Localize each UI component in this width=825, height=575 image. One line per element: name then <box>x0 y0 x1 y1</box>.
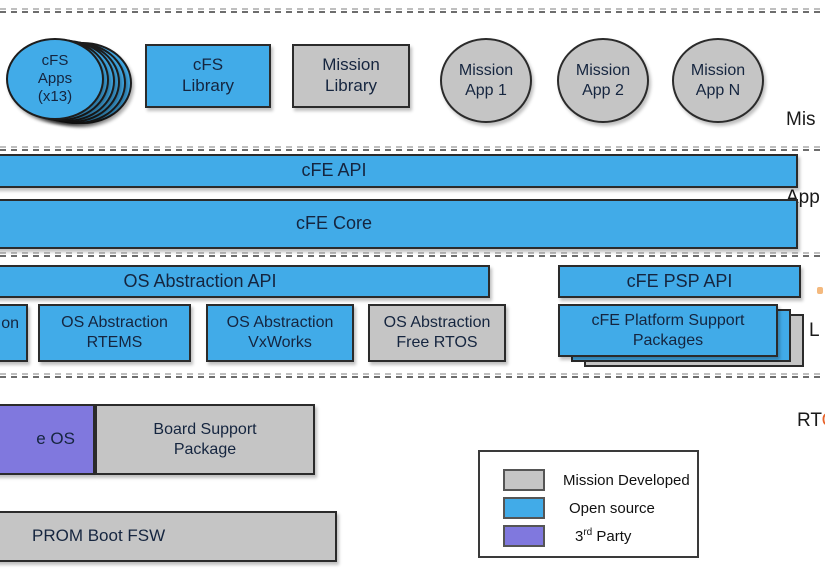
mission-library-box: Mission Library <box>292 44 410 108</box>
dashed-separator-core <box>0 252 825 258</box>
mission-app-1-circle: Mission App 1 <box>440 38 532 123</box>
cfs-apps-label-line1: cFS <box>41 52 69 69</box>
third-party-num: 3 <box>575 528 584 545</box>
mission-app-n-circle: Mission App N <box>672 38 764 123</box>
third-party-os-fragment: e OS <box>36 429 75 449</box>
rtems-line1: OS Abstraction <box>61 314 168 332</box>
legend-swatch-blue <box>503 497 545 519</box>
dashed-separator-apps <box>0 146 825 152</box>
os-abstraction-vxworks-box: OS Abstraction VxWorks <box>206 304 354 362</box>
legend: Mission Developed Open source 3rd Party <box>478 450 699 558</box>
legend-item-mission-developed: Mission Developed <box>480 469 690 491</box>
cfe-core-label: cFE Core <box>295 213 373 234</box>
third-party-os-clipped-box: e OS <box>0 404 95 475</box>
cfs-apps-label-line3: (x13) <box>37 88 73 105</box>
os-abstraction-rtems-box: OS Abstraction RTEMS <box>38 304 191 362</box>
freertos-line1: OS Abstraction <box>383 314 491 332</box>
bsp-line1: Board Support <box>153 420 257 438</box>
freertos-line2: Free RTOS <box>396 334 478 351</box>
rtems-line2: RTEMS <box>86 334 143 351</box>
mission-app-2-line1: Mission <box>575 61 631 79</box>
rt-label-partial-letter: O <box>822 410 825 431</box>
cfs-apps-label-line2: Apps <box>37 70 73 87</box>
right-label-l-clipped: L <box>809 320 820 341</box>
os-abstraction-clipped-fragment: on <box>1 315 19 332</box>
rtos-right-label-clipped: RTO <box>797 410 825 432</box>
os-abstraction-api-label: OS Abstraction API <box>123 270 277 291</box>
cfe-api-bar: cFE API <box>0 154 798 188</box>
third-party-rest: Party <box>592 528 632 545</box>
prom-boot-label: PROM Boot FSW <box>32 526 166 546</box>
legend-label-third-party: 3rd Party <box>575 527 631 545</box>
psp-line2: Packages <box>632 331 704 349</box>
clipped-orange-mark <box>817 287 823 294</box>
cfs-library-line2: Library <box>182 76 234 95</box>
right-label-line1: Mis <box>786 109 816 130</box>
cfe-psp-api-label: cFE PSP API <box>626 270 733 291</box>
mission-library-line2: Library <box>325 76 377 95</box>
legend-item-third-party: 3rd Party <box>480 525 631 547</box>
vxworks-line1: OS Abstraction <box>226 314 334 332</box>
mission-library-line1: Mission <box>322 55 380 75</box>
os-abstraction-api-bar: OS Abstraction API <box>0 265 490 298</box>
dashed-separator-os <box>0 373 825 379</box>
cfe-core-bar: cFE Core <box>0 199 798 249</box>
os-abstraction-freertos-box: OS Abstraction Free RTOS <box>368 304 506 362</box>
legend-swatch-gray <box>503 469 545 491</box>
legend-label-mission-developed: Mission Developed <box>563 471 690 489</box>
mission-app-n-line2: App N <box>695 81 741 99</box>
bsp-line2: Package <box>173 440 237 458</box>
legend-swatch-purple <box>503 525 545 547</box>
mission-app-2-line2: App 2 <box>582 81 624 99</box>
legend-label-open-source: Open source <box>569 499 655 517</box>
cfs-apps-ellipse: cFS Apps (x13) <box>6 38 104 120</box>
prom-boot-fsw-bar: PROM Boot FSW <box>0 511 337 562</box>
cfs-apps-stack: cFS Apps (x13) <box>6 38 134 126</box>
mission-app-1-line1: Mission <box>458 61 514 79</box>
legend-item-open-source: Open source <box>480 497 655 519</box>
rt-label-text: RT <box>797 410 822 431</box>
cfe-platform-support-packages-box: cFE Platform Support Packages <box>558 304 778 357</box>
third-party-sup: rd <box>583 527 593 538</box>
mission-app-2-circle: Mission App 2 <box>557 38 649 123</box>
mission-app-n-line1: Mission <box>690 61 746 79</box>
psp-line1: cFE Platform Support <box>591 311 745 329</box>
cfs-library-line1: cFS <box>192 55 224 75</box>
vxworks-line2: VxWorks <box>248 334 312 351</box>
cfe-psp-api-bar: cFE PSP API <box>558 265 801 298</box>
cfe-api-label: cFE API <box>301 160 367 181</box>
dashed-separator-top <box>0 8 825 14</box>
mission-app-1-line2: App 1 <box>465 81 507 99</box>
cfs-library-box: cFS Library <box>145 44 271 108</box>
board-support-package-box: Board Support Package <box>95 404 315 475</box>
os-abstraction-clipped-box: on <box>0 304 28 362</box>
